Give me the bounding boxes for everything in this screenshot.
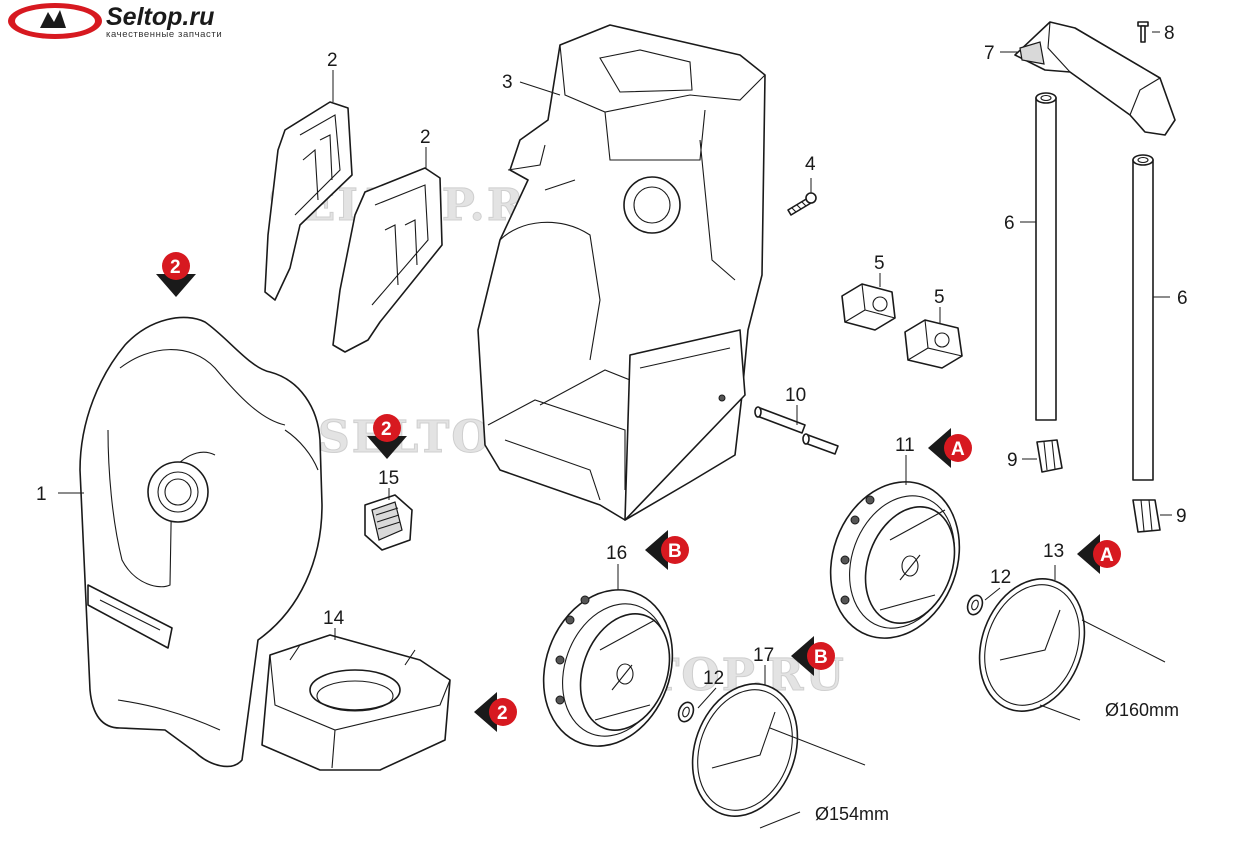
callout-tag-2-top-label: 2 — [170, 257, 181, 278]
part-side-panel-right — [332, 167, 443, 353]
callout-tag-2-top: 2 — [156, 252, 196, 297]
callout-tag-a-lower-label: A — [1100, 545, 1114, 566]
part-main-frame — [477, 24, 766, 521]
label-part-17: 17 — [753, 645, 774, 666]
label-part-6-right: 6 — [1177, 288, 1188, 309]
label-part-5-left: 5 — [874, 253, 885, 274]
part-washer-2 — [677, 701, 695, 723]
label-part-16: 16 — [606, 543, 627, 564]
part-foot-2 — [1132, 499, 1161, 533]
logo-title: Seltop.ru — [106, 3, 214, 31]
part-clip-2 — [904, 319, 963, 369]
part-small-wheel — [542, 589, 674, 747]
callout-tag-b-upper-label: B — [668, 541, 682, 562]
part-handle — [1014, 21, 1176, 136]
label-part-11: 11 — [895, 435, 915, 456]
part-tube-2 — [1132, 154, 1154, 481]
callout-tag-a-upper: A — [928, 428, 972, 468]
part-tube-1 — [1035, 92, 1057, 421]
part-washer-1 — [966, 594, 984, 616]
callout-tag-2-bottom: 2 — [474, 692, 517, 732]
dimension-small-wheel: Ø154mm — [815, 804, 889, 824]
part-filter — [364, 494, 413, 551]
part-small-hubcap — [691, 683, 799, 817]
label-part-13: 13 — [1043, 541, 1064, 562]
label-part-6-left: 6 — [1004, 213, 1015, 234]
part-large-wheel — [829, 481, 961, 639]
label-part-8: 8 — [1164, 23, 1175, 44]
part-front-cover — [79, 316, 323, 768]
leader-lines — [58, 31, 1172, 829]
dimension-large-wheel: Ø160mm — [1105, 700, 1179, 720]
callout-tag-b-upper: B — [645, 530, 689, 570]
callout-tag-2-middle: 2 — [367, 414, 407, 459]
part-clip-1 — [841, 283, 896, 331]
label-part-1: 1 — [36, 484, 47, 505]
part-screw — [787, 192, 817, 216]
callout-tag-b-lower: B — [791, 636, 835, 676]
label-part-10: 10 — [785, 385, 806, 406]
callout-tag-2-middle-label: 2 — [381, 419, 392, 440]
part-base — [261, 634, 451, 771]
label-part-5-right: 5 — [934, 287, 945, 308]
part-axle-pin-1 — [754, 406, 806, 434]
part-foot-1 — [1036, 439, 1063, 473]
label-part-3: 3 — [502, 72, 513, 93]
logo-subtitle: качественные запчасти — [106, 29, 222, 40]
label-part-2-left: 2 — [327, 50, 338, 71]
label-part-12-right: 12 — [990, 567, 1011, 588]
seltop-logo[interactable]: Seltop.ru качественные запчасти — [8, 3, 222, 40]
label-part-9-right: 9 — [1176, 506, 1187, 527]
callout-tag-a-upper-label: A — [951, 439, 965, 460]
logo-hand-icon — [40, 10, 66, 28]
label-part-12-left: 12 — [703, 668, 724, 689]
label-part-15: 15 — [378, 468, 399, 489]
part-large-hubcap — [978, 578, 1086, 712]
label-part-9-left: 9 — [1007, 450, 1018, 471]
callout-tag-2-bottom-label: 2 — [497, 703, 508, 724]
callout-tag-b-lower-label: B — [814, 647, 828, 668]
part-small-screw — [1137, 21, 1149, 43]
part-side-panel-left — [264, 101, 353, 301]
label-part-14: 14 — [323, 608, 345, 629]
part-axle-pin-2 — [802, 433, 839, 455]
label-part-4: 4 — [805, 154, 816, 175]
label-part-2-right: 2 — [420, 127, 431, 148]
callout-tag-a-lower: A — [1077, 534, 1121, 574]
label-part-7: 7 — [984, 43, 995, 64]
